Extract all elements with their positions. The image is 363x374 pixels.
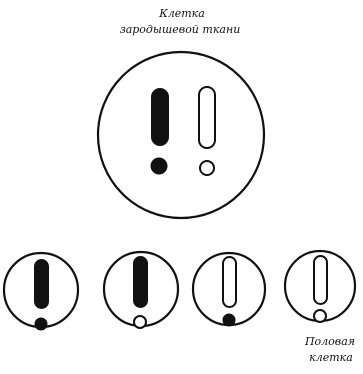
top-cell-label-line2: зародышевой ткани xyxy=(120,23,241,36)
gamete-cell-4-bar xyxy=(314,256,327,304)
germline-cell-outline xyxy=(98,52,264,218)
top-cell-label-line1: Клетка xyxy=(158,7,205,20)
gamete-cell-3-bar xyxy=(223,257,236,307)
gamete-cell-2 xyxy=(104,252,178,328)
gamete-cell-1-dot xyxy=(35,318,48,331)
germline-black-chromosome-bar xyxy=(151,88,169,146)
gamete-cell-2-dot xyxy=(134,316,146,328)
gamete-label-line2: клетка xyxy=(309,351,353,364)
gamete-cell-2-bar xyxy=(133,256,148,308)
gamete-label-line1: Половая xyxy=(304,335,355,348)
gamete-cell-1-bar xyxy=(34,259,49,309)
gamete-cell-4 xyxy=(285,251,355,322)
germline-white-chromosome-dot xyxy=(200,161,214,175)
germline-black-chromosome-dot xyxy=(151,158,168,175)
gamete-cell-3 xyxy=(193,253,265,327)
germline-white-chromosome-bar xyxy=(199,87,215,148)
gamete-cell-4-dot xyxy=(314,310,326,322)
germline-cell xyxy=(98,52,264,218)
gamete-cell-1 xyxy=(4,253,78,331)
gamete-cell-3-dot xyxy=(223,314,236,327)
